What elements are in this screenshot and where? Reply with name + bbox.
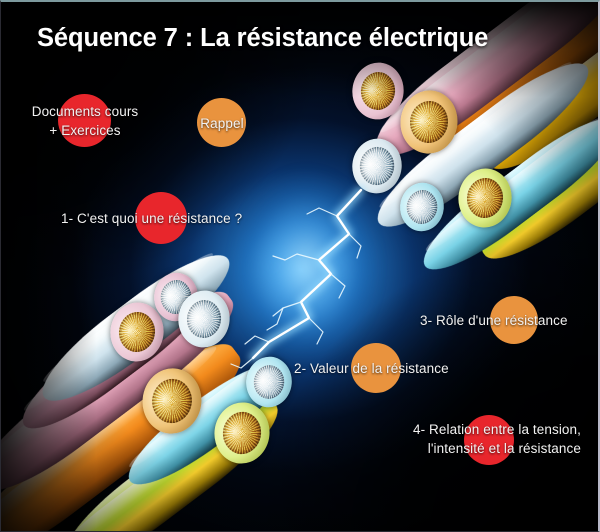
page-title: Séquence 7 : La résistance électrique	[37, 24, 489, 52]
bullet-label-item-1: 1- C'est quoi une résistance ?	[61, 211, 243, 226]
bullet-dot-documents[interactable]	[58, 94, 111, 147]
bullet-label-item-3: 3- Rôle d'une résistance	[420, 313, 568, 328]
bullet-dot-rappel[interactable]	[197, 98, 246, 147]
bullet-label-rappel: Rappel	[200, 116, 244, 131]
bullet-dot-item-3[interactable]	[490, 296, 538, 344]
bullet-dot-item-1[interactable]	[135, 192, 187, 244]
bullet-dot-item-4[interactable]	[464, 415, 514, 465]
bullet-label-item-2: 2- Valeur de la résistance	[294, 361, 449, 376]
bullet-label-documents: Documents cours + Exercices	[31, 104, 139, 138]
bullet-label-item-4: 4- Relation entre la tension, l'intensit…	[413, 422, 581, 456]
bullet-dot-item-2[interactable]	[351, 343, 401, 393]
